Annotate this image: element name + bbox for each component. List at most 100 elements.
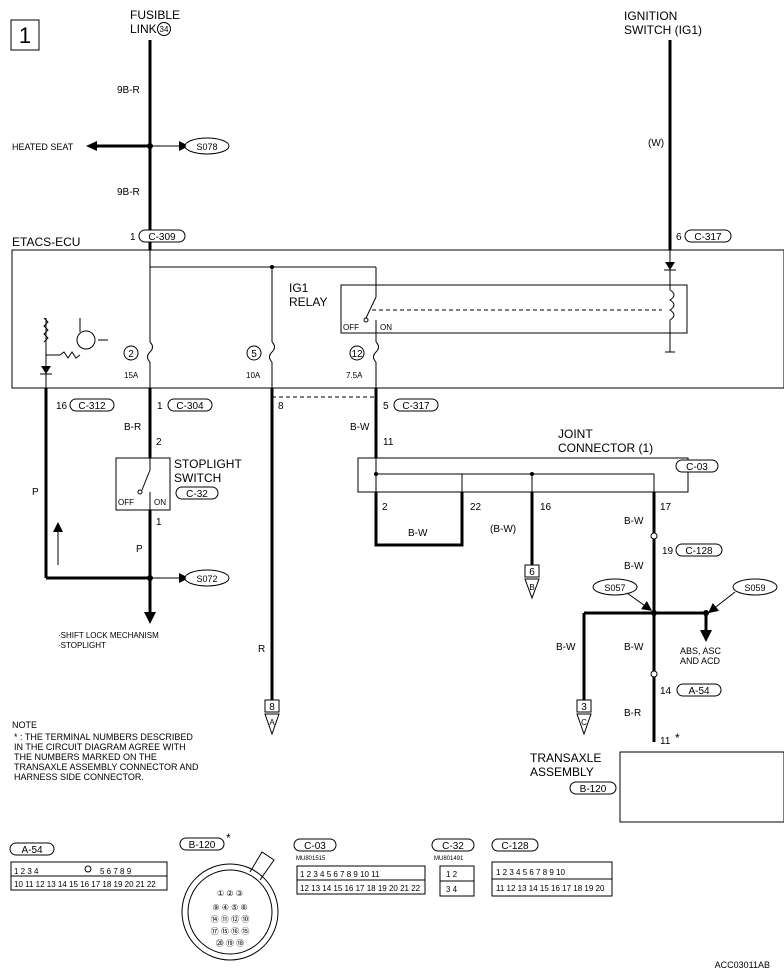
- fuse-5-amp: 10A: [246, 371, 261, 380]
- fuse-12-amp: 7.5A: [346, 371, 363, 380]
- wire-label-bw-17: B-W: [624, 516, 644, 527]
- svg-text:⑰ ⑮ ⑯ ⑮: ⑰ ⑮ ⑯ ⑮: [211, 927, 250, 936]
- joint-connector-label-l2: CONNECTOR (1): [558, 441, 653, 455]
- svg-text:1 2: 1 2: [446, 870, 458, 879]
- wire-bw-loop: [374, 492, 464, 547]
- fuse-12-number: 12: [351, 349, 363, 360]
- svg-text:⑳ ⑲ ⑱: ⑳ ⑲ ⑱: [216, 939, 244, 948]
- note-line: IN THE CIRCUIT DIAGRAM AGREE WITH: [14, 742, 186, 752]
- ref-3: 3: [581, 702, 587, 713]
- etacs-ecu-box: [11, 249, 784, 389]
- transaxle-label-l1: TRANSAXLE: [530, 751, 601, 765]
- jc-pin-16: 16: [540, 502, 552, 513]
- wire-label-9br-bottom: 9B-R: [117, 187, 140, 198]
- ignition-switch-label: IGNITION SWITCH (IG1): [624, 9, 702, 37]
- splice-s078: [184, 137, 230, 155]
- wire-label-9br-top: 9B-R: [117, 85, 140, 96]
- wire-label-p2: P: [136, 544, 143, 555]
- transaxle-label-l2: ASSEMBLY: [530, 765, 594, 779]
- ig1-relay-label-l1: IG1: [289, 281, 309, 295]
- etacs-ecu-label: ETACS-ECU: [12, 235, 80, 249]
- wire-label-r: R: [258, 644, 265, 655]
- connector-c317-top: C-317: [694, 232, 722, 243]
- key-c128: C-128 1 2 3 4 5 6 7 8 9 10 11 12 13 14 1…: [491, 838, 613, 897]
- key-c03-label: C-03: [304, 841, 326, 852]
- svg-text:⑭ ⑪ ⑫ ⑩: ⑭ ⑪ ⑫ ⑩: [211, 915, 250, 924]
- wire-label-bw-19: B-W: [624, 561, 644, 572]
- key-a54-label: A-54: [21, 845, 43, 856]
- pin-5: 5: [383, 401, 389, 412]
- switch-off-label: OFF: [118, 498, 134, 507]
- stoplight-switch-label-l2: SWITCH: [174, 471, 221, 485]
- relay-off-label: OFF: [343, 323, 359, 332]
- wire-label-bw-s057: B-W: [556, 642, 576, 653]
- svg-text:1 2 3 4: 1 2 3 4: [14, 867, 39, 876]
- asterisk-mark: *: [675, 731, 680, 745]
- wire-label-bw-paren: (B-W): [490, 524, 516, 535]
- ignition-switch-text-l2: SWITCH (IG1): [624, 23, 702, 37]
- splice-s059-label: S059: [744, 583, 765, 593]
- splice-s059: [732, 578, 778, 596]
- svg-text:3 4: 3 4: [446, 885, 458, 894]
- svg-text:5 6 7 8 9: 5 6 7 8 9: [100, 867, 132, 876]
- figure-id: ACC03011AB: [715, 960, 770, 970]
- connector-c03: C-03: [686, 462, 708, 473]
- ref-8-letter: A: [269, 718, 275, 727]
- stoplight-switch-box: [115, 457, 171, 511]
- wire-label-w: (W): [648, 138, 664, 149]
- stoplight-switch-label-l1: STOPLIGHT: [174, 457, 242, 471]
- connector-c304: C-304: [176, 401, 204, 412]
- pin-11-bottom: 11: [660, 736, 671, 747]
- svg-text:⑨ ④ ⑤ ⑥: ⑨ ④ ⑤ ⑥: [212, 903, 247, 912]
- fuse-5: 5 10A: [246, 341, 275, 380]
- abs-label-l2: AND ACD: [680, 656, 721, 666]
- key-c32: C-32 MU801491 1 2 3 4: [431, 838, 475, 897]
- fuse-5-number: 5: [251, 349, 257, 360]
- note-line: THE NUMBERS MARKED ON THE: [14, 752, 157, 762]
- ig1-relay-label-l2: RELAY: [289, 295, 327, 309]
- figure-number: 1: [19, 23, 31, 48]
- fuse-2-number: 2: [128, 349, 134, 360]
- pin-1-c309: 1: [130, 232, 136, 243]
- key-b120: B-120 * ① ② ③ ⑨ ④ ⑤ ⑥ ⑭ ⑪ ⑫ ⑩ ⑰ ⑮ ⑯ ⑮ ⑳ …: [179, 831, 279, 961]
- pin-19: 19: [662, 546, 674, 557]
- fusible-link-text-l1: FUSIBLE: [130, 8, 180, 22]
- svg-text:1 2 3 4 5 6 7 8 9 10: 1 2 3 4 5 6 7 8 9 10: [496, 868, 565, 877]
- wire-label-br-bottom: B-R: [624, 708, 641, 719]
- joint-connector-box: [357, 457, 689, 493]
- svg-text:① ② ③: ① ② ③: [217, 889, 243, 898]
- key-b120-label: B-120: [189, 840, 216, 851]
- splice-s072: [184, 569, 230, 587]
- joint-connector-label-l1: JOINT: [558, 427, 593, 441]
- key-c128-label: C-128: [501, 841, 529, 852]
- mu-c03: MU801515: [296, 856, 326, 862]
- note-title: NOTE: [12, 720, 37, 730]
- wire-label-bw-s057r: B-W: [624, 642, 644, 653]
- stoplight-pin-2: 2: [156, 437, 162, 448]
- pin-11: 11: [383, 437, 394, 448]
- fuse-2-amp: 15A: [124, 371, 139, 380]
- switch-on-label: ON: [154, 498, 166, 507]
- relay-on-label: ON: [380, 323, 392, 332]
- transaxle-box: [619, 751, 784, 823]
- svg-text:11 12 13 14 15 16 17 18 19 20: 11 12 13 14 15 16 17 18 19 20: [496, 884, 605, 893]
- connector-c309: C-309: [148, 232, 176, 243]
- connector-c317-bottom: C-317: [402, 401, 430, 412]
- splice-s078-label: S078: [196, 142, 217, 152]
- shift-lock-label-l2: ·STOPLIGHT: [58, 641, 106, 650]
- splice-s057: [592, 578, 638, 596]
- splice-s057-label: S057: [604, 583, 625, 593]
- wire-label-br: B-R: [124, 422, 141, 433]
- fusible-link-label: FUSIBLE LINK 34: [130, 8, 180, 36]
- fusible-link-number: 34: [160, 25, 169, 34]
- connector-c32: C-32: [186, 489, 208, 500]
- connector-a54: A-54: [688, 686, 710, 697]
- note-line: TRANSAXLE ASSEMBLY CONNECTOR AND: [14, 762, 199, 772]
- ref-6-letter: B: [529, 583, 534, 592]
- heated-seat-label: HEATED SEAT: [12, 142, 74, 152]
- ref-8: 8: [269, 702, 275, 713]
- ref-3-letter: C: [581, 718, 587, 727]
- ref-6: 6: [529, 567, 535, 578]
